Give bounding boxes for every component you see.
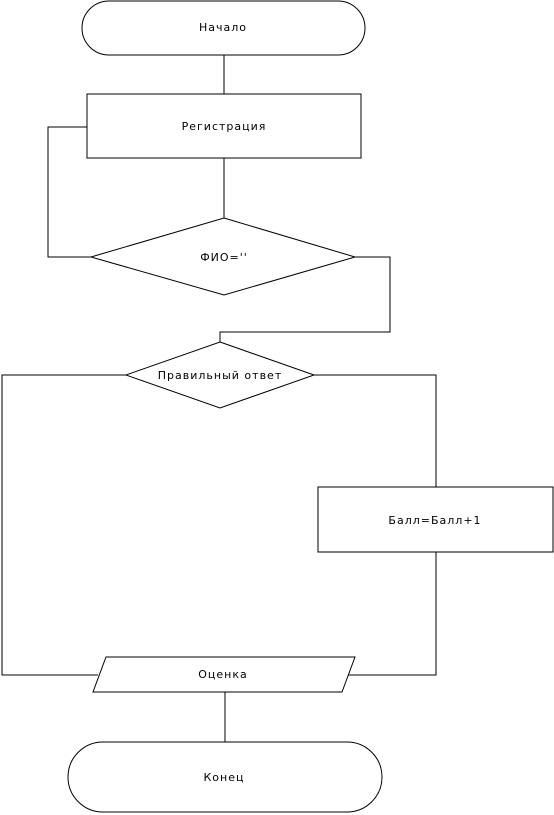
edge-answer-check-score — [314, 374, 437, 487]
registration-process-shape — [86, 93, 362, 159]
grade-label: Оценка — [198, 668, 248, 681]
fio-check-label: ФИО='' — [200, 251, 248, 264]
edge-fio-check-answer-check — [219, 256, 391, 342]
score-increment-label: Балл=Балл+1 — [388, 514, 481, 527]
answer-check-label: Правильный ответ — [158, 369, 282, 382]
fio-check-decision-shape — [89, 217, 357, 296]
score-increment-process-shape — [317, 486, 554, 553]
node-registration: Регистрация — [86, 93, 362, 159]
node-start: Начало — [81, 0, 366, 56]
edge-fio-check-loop-registration — [47, 126, 91, 258]
node-answer-check: Правильный ответ — [124, 341, 316, 409]
edge-score-grade — [344, 552, 437, 676]
answer-check-decision-shape — [124, 341, 316, 409]
edge-answer-check-grade — [1, 374, 126, 676]
end-label: Конец — [204, 771, 245, 784]
grade-data-shape — [92, 656, 356, 693]
node-end: Конец — [67, 741, 383, 813]
start-terminator-shape — [81, 0, 366, 56]
start-label: Начало — [199, 21, 247, 34]
registration-label: Регистрация — [182, 120, 267, 133]
end-terminator-shape — [67, 741, 383, 813]
node-grade: Оценка — [92, 656, 356, 693]
node-fio-check: ФИО='' — [89, 217, 357, 296]
node-score-increment: Балл=Балл+1 — [317, 486, 554, 553]
